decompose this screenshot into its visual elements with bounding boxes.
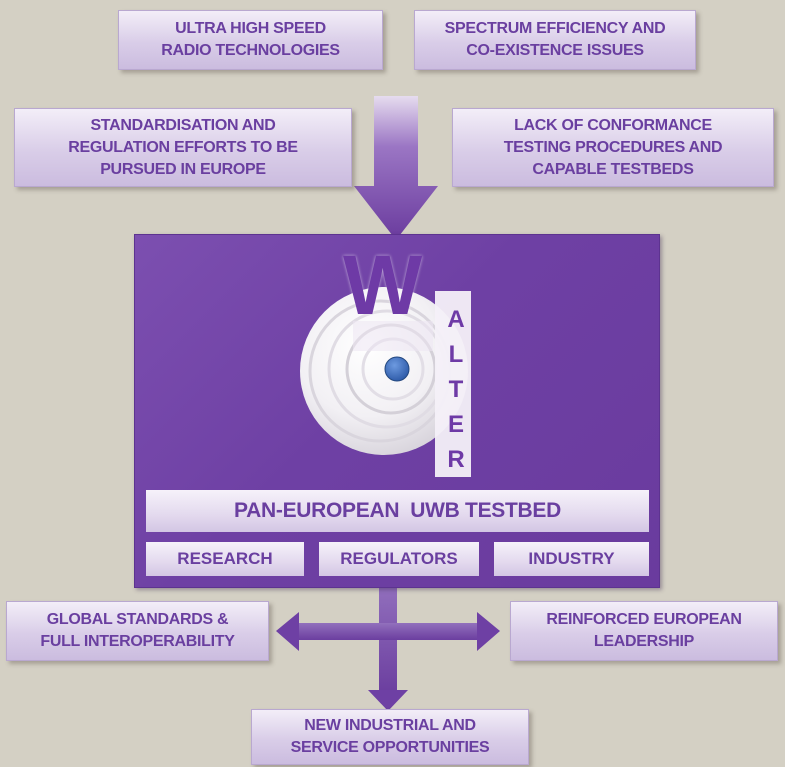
outcome-new-opportunities: NEW INDUSTRIAL AND SERVICE OPPORTUNITIES [251, 709, 529, 765]
output-arrow-right [477, 612, 500, 651]
input-arrow [354, 96, 438, 240]
stakeholder-industry: INDUSTRY [494, 542, 649, 576]
box-standardisation: STANDARDISATION AND REGULATION EFFORTS T… [14, 108, 352, 187]
testbed-title-bar: PAN-EUROPEAN UWB TESTBED [146, 490, 649, 532]
stakeholder-regulators-label: REGULATORS [340, 549, 458, 568]
output-horizontal-bar [296, 623, 480, 640]
box-ultra-high-speed: ULTRA HIGH SPEED RADIO TECHNOLOGIES [118, 10, 383, 70]
stakeholder-research: RESEARCH [146, 542, 304, 576]
logo-letter-t: T [448, 376, 464, 403]
outcome-global-standards: GLOBAL STANDARDS & FULL INTEROPERABILITY [6, 601, 269, 661]
stakeholder-research-label: RESEARCH [177, 549, 273, 568]
output-arrow-down [368, 690, 408, 711]
logo-letter-e: E [447, 411, 464, 438]
box-spectrum-efficiency: SPECTRUM EFFICIENCY AND CO-EXISTENCE ISS… [414, 10, 696, 70]
stakeholder-regulators: REGULATORS [319, 542, 479, 576]
logo-letter-w: W [343, 238, 422, 332]
outcome-reinforced-leadership: REINFORCED EUROPEAN LEADERSHIP [510, 601, 778, 661]
walter-testbed-panel: PAN-EUROPEAN UWB TESTBED RESEARCH REGULA… [134, 234, 660, 588]
logo-letter-a: A [447, 306, 465, 333]
box-lack-conformance: LACK OF CONFORMANCE TESTING PROCEDURES A… [452, 108, 774, 187]
logo-letter-strip [435, 291, 471, 477]
output-arrow-left [276, 612, 299, 651]
logo-letters-column: A L T E R [442, 302, 470, 477]
logo-center-dot [384, 356, 410, 382]
stakeholder-industry-label: INDUSTRY [528, 549, 615, 568]
testbed-title: PAN-EUROPEAN UWB TESTBED [234, 499, 561, 522]
logo-letter-l: L [448, 341, 464, 368]
walter-logo-graphic [300, 287, 471, 477]
logo-letter-r: R [447, 446, 465, 473]
